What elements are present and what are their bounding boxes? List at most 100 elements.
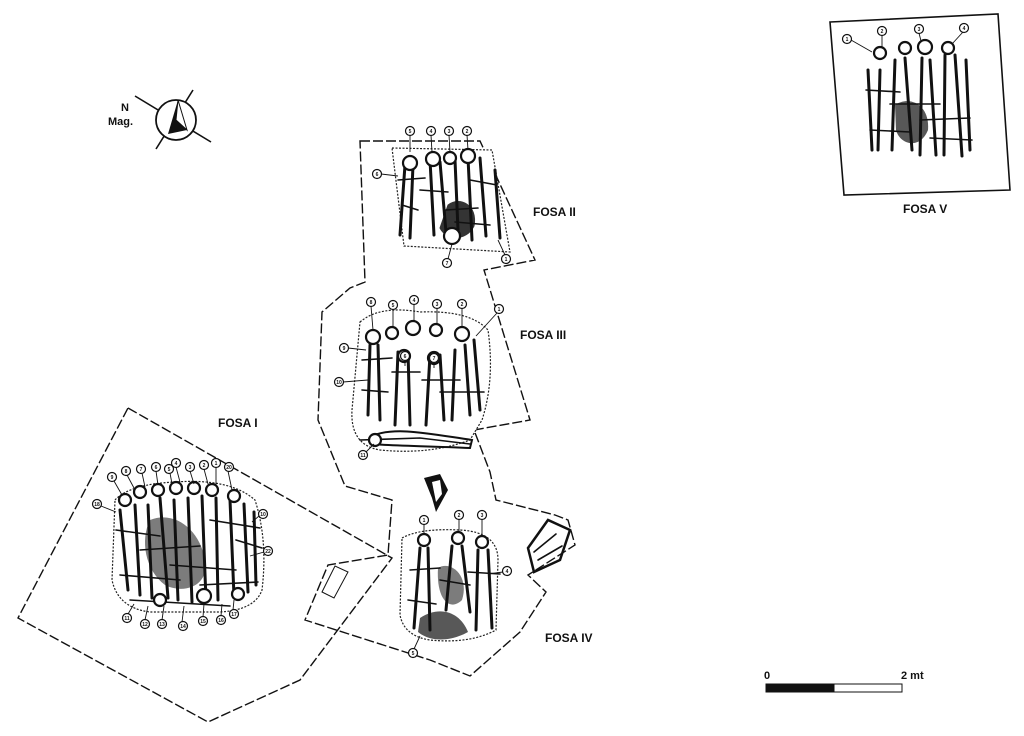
badge: 2 xyxy=(876,25,888,47)
badge: 5 xyxy=(407,635,421,659)
scale-end-label: 2 mt xyxy=(901,670,924,682)
badge: 2 xyxy=(456,298,468,327)
badge: 6 xyxy=(150,461,162,486)
badge: 11 xyxy=(121,603,135,624)
fosa-iv-label: FOSA IV xyxy=(545,631,593,645)
svg-text:7: 7 xyxy=(433,356,436,362)
badge: 7 xyxy=(428,352,440,368)
badge: 4 xyxy=(951,22,970,45)
svg-text:4: 4 xyxy=(430,129,433,135)
badge: 3 xyxy=(443,125,455,153)
svg-text:2: 2 xyxy=(203,463,206,469)
badge: 12 xyxy=(139,605,151,630)
badge: 4 xyxy=(170,457,182,483)
svg-text:3: 3 xyxy=(918,27,921,33)
fosa-v-label: FOSA V xyxy=(903,202,947,216)
trench-step xyxy=(321,565,349,599)
svg-text:13: 13 xyxy=(159,622,165,628)
badge: 16 xyxy=(215,603,227,626)
svg-text:1: 1 xyxy=(498,307,501,313)
svg-text:8: 8 xyxy=(370,300,373,306)
svg-text:9: 9 xyxy=(111,475,114,481)
badge: 3 xyxy=(913,23,925,42)
svg-text:2: 2 xyxy=(461,302,464,308)
badge: 3 xyxy=(476,509,488,536)
badge: 7 xyxy=(441,243,453,269)
svg-text:5: 5 xyxy=(409,129,412,135)
badge: 9 xyxy=(338,342,367,354)
svg-text:2: 2 xyxy=(458,513,461,519)
badge: 1 xyxy=(210,457,222,486)
fosa-ii-badges: 5 4 3 2 6 7 1 xyxy=(371,125,512,269)
svg-text:1: 1 xyxy=(423,518,426,524)
svg-text:15: 15 xyxy=(200,619,206,625)
svg-text:4: 4 xyxy=(175,461,178,467)
svg-text:11: 11 xyxy=(360,453,366,459)
badge: 8 xyxy=(120,465,135,489)
svg-text:9: 9 xyxy=(343,346,346,352)
badge: 3 xyxy=(431,298,443,324)
svg-text:3: 3 xyxy=(189,465,192,471)
badge: 7 xyxy=(135,463,147,488)
svg-text:2: 2 xyxy=(466,129,469,135)
fosa-iv-burials xyxy=(399,474,572,642)
badge: 1 xyxy=(418,514,430,534)
badge: 14 xyxy=(177,605,189,632)
badge: 1 xyxy=(841,33,873,53)
svg-text:16: 16 xyxy=(218,618,224,624)
badge: 4 xyxy=(425,125,437,153)
badge: 22 xyxy=(249,545,274,557)
fosa-iii-badges: 8 5 4 3 2 1 9 6 7 10 11 xyxy=(333,294,505,461)
fosa-i-badges: 9 8 7 6 5 4 3 2 1 20 18 10 22 11 12 13 1… xyxy=(91,457,274,632)
svg-text:11: 11 xyxy=(124,616,130,622)
fosa-iv-badges: 1 2 3 4 5 xyxy=(407,509,513,659)
svg-text:18: 18 xyxy=(94,502,100,508)
fosa-ii-label: FOSA II xyxy=(533,205,576,219)
svg-text:22: 22 xyxy=(265,549,271,555)
svg-text:7: 7 xyxy=(446,261,449,267)
fosa-iii-burials xyxy=(351,309,491,452)
svg-text:5: 5 xyxy=(392,303,395,309)
fosa-i-burials xyxy=(111,480,265,613)
badge: 20 xyxy=(223,461,235,491)
north-label: N xyxy=(121,102,129,114)
svg-text:3: 3 xyxy=(448,129,451,135)
svg-text:14: 14 xyxy=(180,624,186,630)
svg-text:3: 3 xyxy=(436,302,439,308)
badge: 5 xyxy=(163,463,175,485)
scale-bar: 0 2 mt xyxy=(764,670,924,693)
badge: 18 xyxy=(91,498,117,513)
badge: 4 xyxy=(408,294,420,321)
svg-text:20: 20 xyxy=(226,465,232,471)
svg-text:10: 10 xyxy=(336,380,342,386)
fosa-v-badges: 1 2 3 4 xyxy=(841,22,970,53)
svg-text:4: 4 xyxy=(413,298,416,304)
fosa-v-burials xyxy=(865,38,973,158)
badge: 4 xyxy=(487,565,513,577)
badge: 6 xyxy=(399,350,411,366)
svg-text:17: 17 xyxy=(231,612,237,618)
badge: 10 xyxy=(251,508,269,523)
svg-text:12: 12 xyxy=(142,622,148,628)
badge: 2 xyxy=(461,125,473,151)
svg-text:8: 8 xyxy=(125,469,128,475)
badge: 2 xyxy=(453,509,465,532)
badge: 9 xyxy=(106,471,123,496)
badge: 13 xyxy=(156,605,168,630)
badge: 8 xyxy=(365,296,377,331)
svg-text:4: 4 xyxy=(506,569,509,575)
svg-text:3: 3 xyxy=(481,513,484,519)
svg-text:6: 6 xyxy=(404,354,407,360)
badge: 1 xyxy=(497,239,512,265)
svg-text:1: 1 xyxy=(505,257,508,263)
fosa-i-label: FOSA I xyxy=(218,416,258,430)
svg-text:5: 5 xyxy=(412,651,415,657)
magnetic-label: Mag. xyxy=(108,116,133,128)
svg-text:1: 1 xyxy=(846,37,849,43)
svg-text:4: 4 xyxy=(963,26,966,32)
fosa-i-outline xyxy=(17,407,394,723)
svg-text:2: 2 xyxy=(881,29,884,35)
north-arrow-icon: N Mag. xyxy=(108,89,212,150)
badge: 5 xyxy=(404,125,416,152)
